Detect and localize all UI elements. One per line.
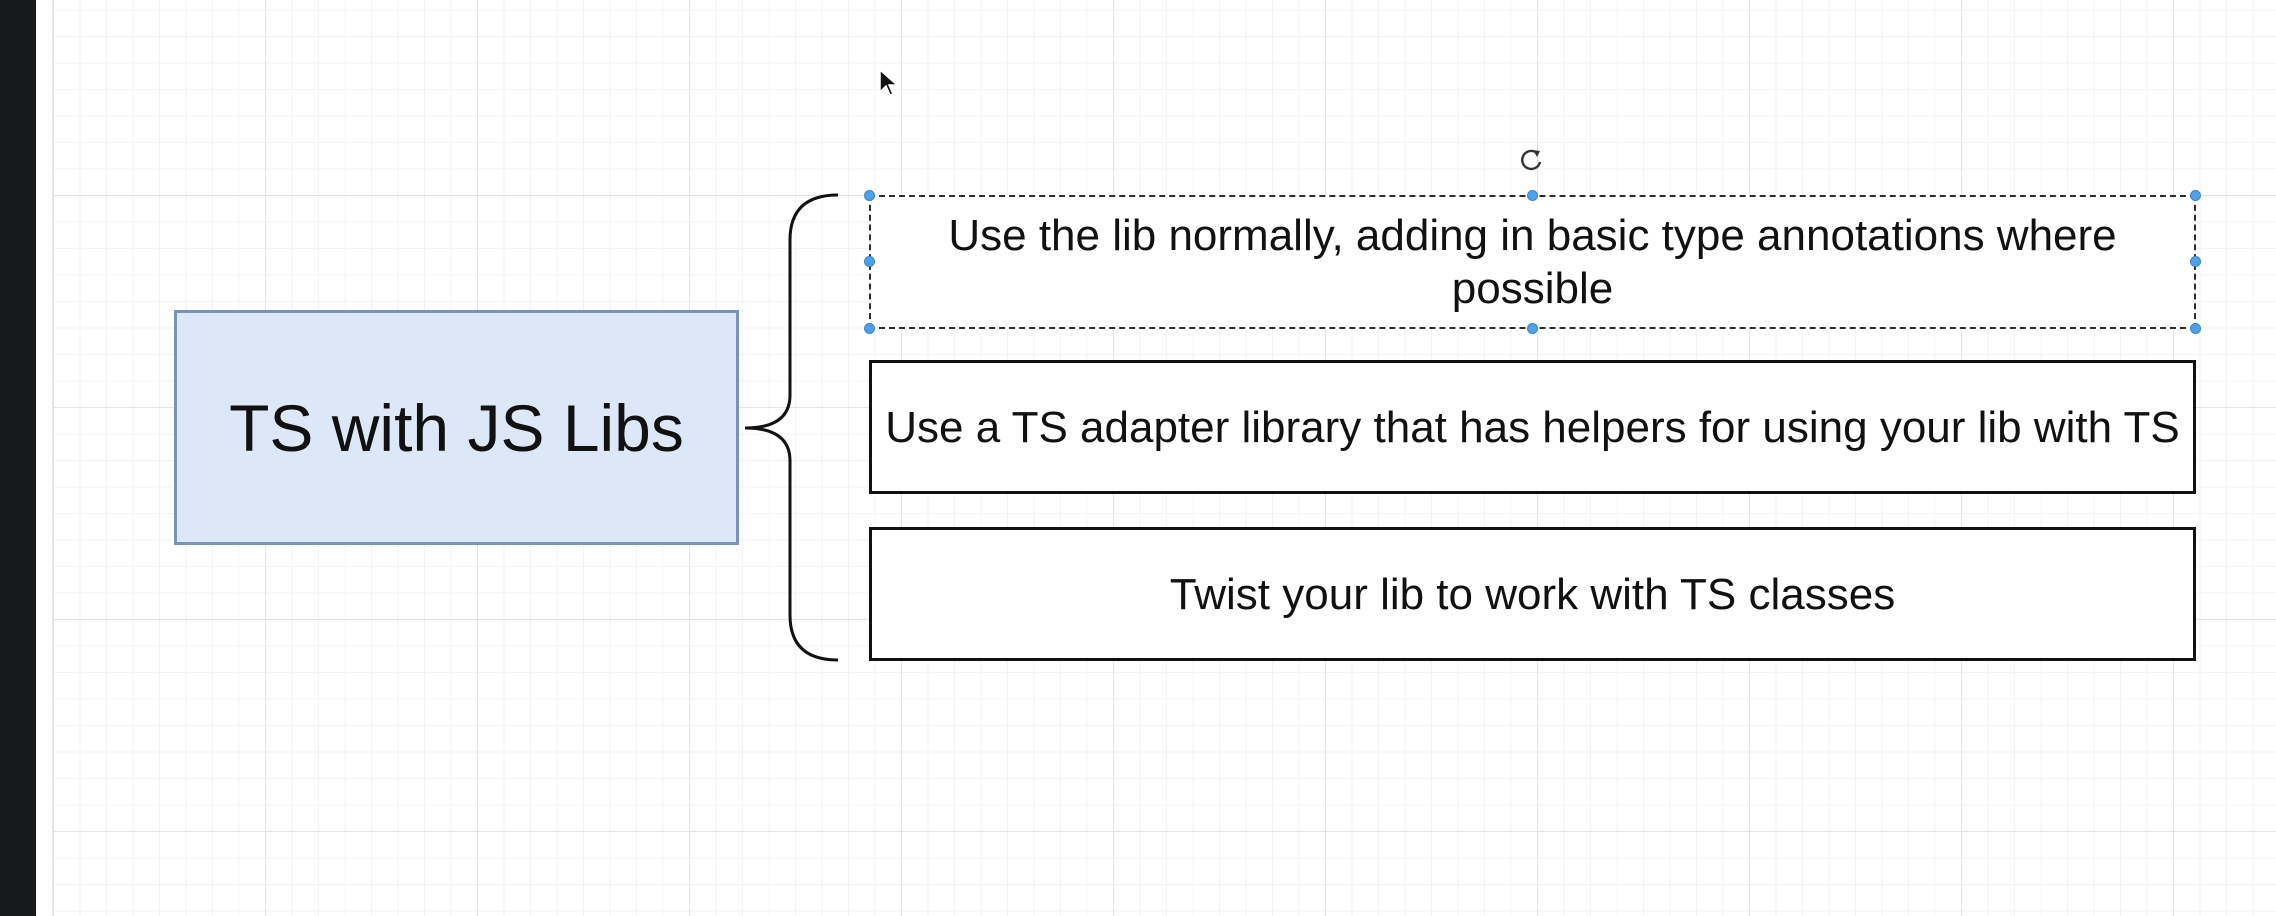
resize-handle-top[interactable] [1527, 190, 1538, 201]
resize-handle-bottom[interactable] [1527, 323, 1538, 334]
item-label-3: Twist your lib to work with TS classes [1169, 569, 1896, 619]
resize-handle-left[interactable] [864, 256, 875, 267]
sidebar-collapse-edge[interactable]: ⋮ [36, 0, 88, 916]
resize-handle-bottom-left[interactable] [864, 323, 875, 334]
item-box-2[interactable]: Use a TS adapter library that has helper… [869, 360, 2196, 494]
resize-handle-bottom-right[interactable] [2190, 323, 2201, 334]
resize-handle-top-left[interactable] [864, 190, 875, 201]
item-label-2: Use a TS adapter library that has helper… [885, 402, 2180, 452]
resize-handle-top-right[interactable] [2190, 190, 2201, 201]
resize-handle-right[interactable] [2190, 256, 2201, 267]
item-label-1: Use the lib normally, adding in basic ty… [948, 211, 2117, 313]
item-box-1-selected[interactable]: Use the lib normally, adding in basic ty… [869, 195, 2196, 329]
central-node-label: TS with JS Libs [229, 390, 684, 465]
mouse-cursor-icon [879, 68, 899, 96]
rotate-icon[interactable] [1518, 146, 1546, 174]
left-dark-panel [0, 0, 36, 916]
central-node[interactable]: TS with JS Libs [174, 310, 739, 545]
item-box-3[interactable]: Twist your lib to work with TS classes [869, 527, 2196, 661]
